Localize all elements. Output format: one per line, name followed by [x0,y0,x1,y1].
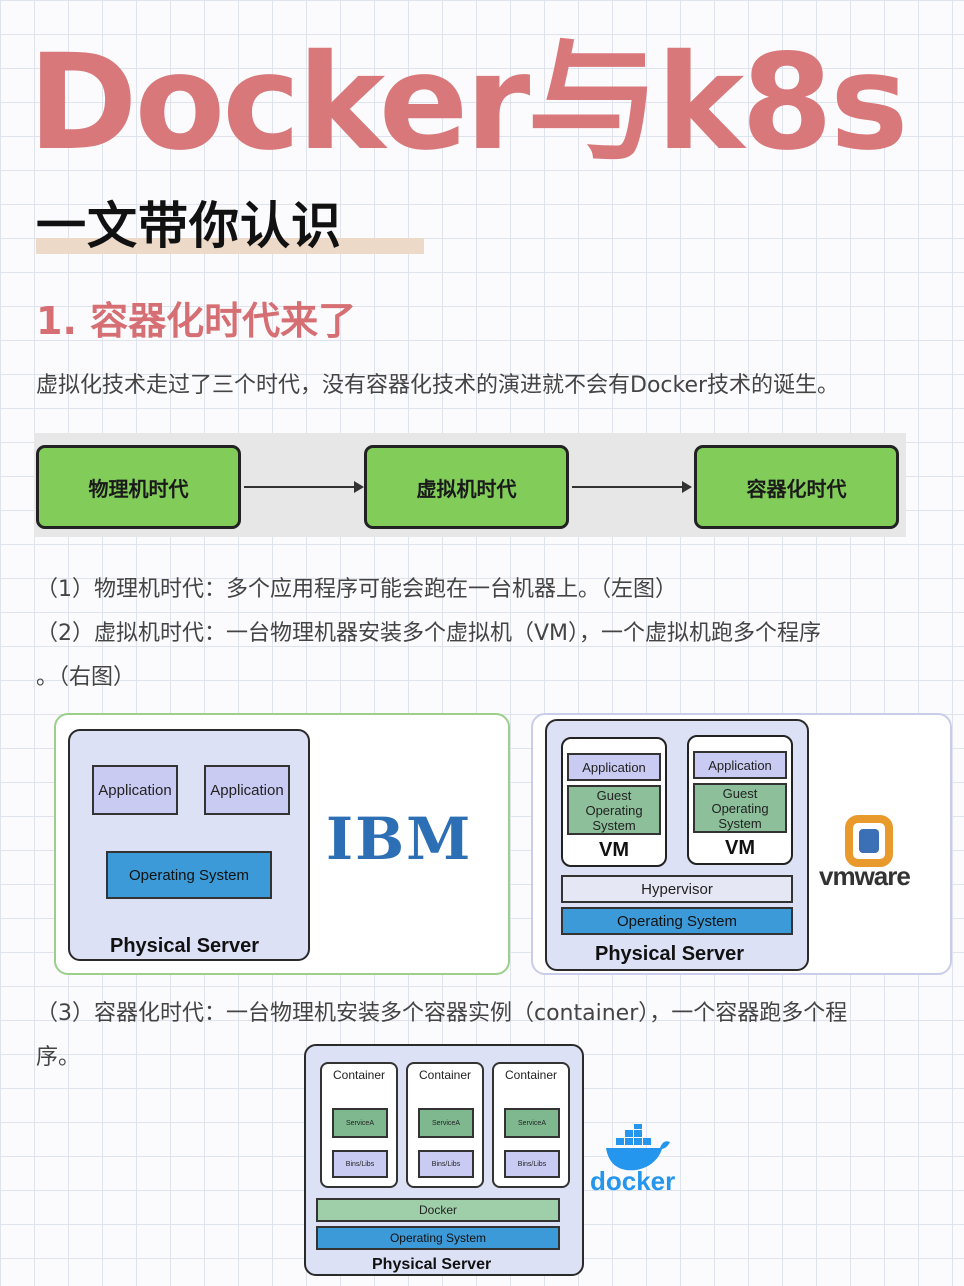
arrow-icon [572,481,692,493]
container-box: Container ServiceA Bins/Libs [406,1062,484,1188]
vm-label: VM [599,839,629,861]
bins-libs-box: Bins/Libs [418,1150,474,1178]
era-box-container: 容器化时代 [694,445,899,529]
vm-label: VM [725,837,755,859]
intro-text: 虚拟化技术走过了三个时代，没有容器化技术的演进就不会有Docker技术的诞生。 [36,373,840,398]
subtitle-block: 一文带你认识 [36,196,424,256]
vm-era-diagram: Application Guest Operating System VM Ap… [531,713,952,975]
section-heading: 1. 容器化时代来了 [36,299,357,343]
docker-whale-icon [606,1124,670,1171]
bins-libs-box: Bins/Libs [504,1150,560,1178]
main-title: Docker与k8s [28,26,909,180]
application-box: Application [92,765,178,815]
vmware-icon [845,815,893,867]
item-1-text: （1）物理机时代：多个应用程序可能会跑在一台机器上。（左图） [36,577,677,602]
vm-box: Application Guest Operating System VM [561,737,667,867]
container-box: Container ServiceA Bins/Libs [492,1062,570,1188]
physical-server-label: Physical Server [110,935,259,957]
era-timeline: 物理机时代 虚拟机时代 容器化时代 [34,433,906,537]
era-box-vm: 虚拟机时代 [364,445,569,529]
arrow-icon [244,481,364,493]
vmware-logo: vmware [819,861,911,891]
container-era-diagram: Container ServiceA Bins/Libs Container S… [298,1040,684,1280]
item-2-text: （2）虚拟机时代：一台物理机器安装多个虚拟机（VM），一个虚拟机跑多个程序 [36,621,822,646]
docker-engine-box: Docker [316,1198,560,1222]
container-label: Container [504,1068,558,1082]
vm-box: Application Guest Operating System VM [687,735,793,865]
os-box: Operating System [561,907,793,935]
item-3-text-cont: 序。 [36,1045,81,1070]
docker-logo: docker [590,1166,676,1196]
os-box: Operating System [106,851,272,899]
container-label: Container [332,1068,386,1082]
container-box: Container ServiceA Bins/Libs [320,1062,398,1188]
guest-os-box: Guest Operating System [567,785,661,835]
application-box: Application [693,751,787,779]
physical-server-box: Application Application Operating System… [68,729,310,961]
ibm-logo: IBM [326,805,473,873]
era-box-physical: 物理机时代 [36,445,241,529]
application-box: Application [204,765,290,815]
application-box: Application [567,753,661,781]
service-box: ServiceA [332,1108,388,1138]
os-box: Operating System [316,1226,560,1250]
subtitle: 一文带你认识 [36,197,342,255]
service-box: ServiceA [504,1108,560,1138]
hypervisor-box: Hypervisor [561,875,793,903]
physical-server-box: Application Guest Operating System VM Ap… [545,719,809,971]
subtitle-highlight [36,238,424,254]
item-2-text-cont: 。（右图） [36,665,136,690]
bins-libs-box: Bins/Libs [332,1150,388,1178]
physical-server-label: Physical Server [595,943,744,965]
guest-os-box: Guest Operating System [693,783,787,833]
service-box: ServiceA [418,1108,474,1138]
item-3-text: （3）容器化时代：一台物理机安装多个容器实例（container），一个容器跑多… [36,1001,848,1026]
physical-era-diagram: Application Application Operating System… [54,713,510,975]
container-label: Container [418,1068,472,1082]
physical-server-box: Container ServiceA Bins/Libs Container S… [304,1044,584,1276]
physical-server-label: Physical Server [372,1256,492,1273]
